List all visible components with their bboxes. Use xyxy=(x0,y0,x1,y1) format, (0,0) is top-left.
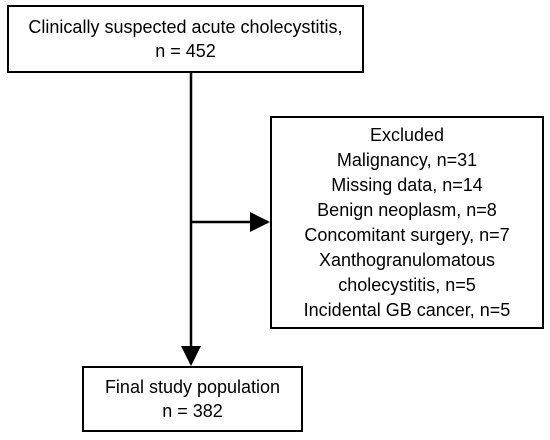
suspected-cases-label: Clinically suspected acute cholecystitis… xyxy=(28,17,343,37)
excluded-incidental-gb-cancer: Incidental GB cancer, n=5 xyxy=(303,299,511,320)
suspected-cases-box: Clinically suspected acute cholecystitis… xyxy=(7,5,364,73)
excluded-missing-data: Missing data, n=14 xyxy=(331,174,483,195)
excluded-concomitant-surgery: Concomitant surgery, n=7 xyxy=(304,224,510,245)
excluded-xanthogranulomatous-line-2: cholecystitis, n=5 xyxy=(338,274,476,295)
excluded-malignancy: Malignancy, n=31 xyxy=(336,149,478,170)
excluded-heading: Excluded xyxy=(369,124,445,145)
suspected-cases-count: n = 452 xyxy=(155,41,216,61)
excluded-xanthogranulomatous-line-1: Xanthogranulomatous xyxy=(318,249,496,270)
excluded-benign-neoplasm: Benign neoplasm, n=8 xyxy=(317,199,497,220)
final-population-count: n = 382 xyxy=(162,401,223,421)
final-population-label: Final study population xyxy=(104,377,281,397)
final-population-box: Final study population n = 382 xyxy=(82,366,303,432)
excluded-box: Excluded Malignancy, n=31 Missing data, … xyxy=(270,116,544,329)
